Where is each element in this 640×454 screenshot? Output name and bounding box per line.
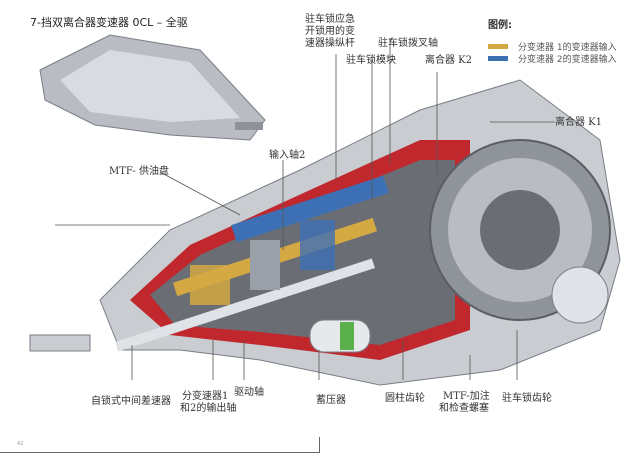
label-self-locking-center-differential: 自锁式中间差速器	[91, 396, 171, 407]
legend-label: 分变速器 1的变速器输入	[518, 43, 617, 53]
legend-label: 分变速器 2的变速器输入	[518, 55, 617, 65]
label-mtf-fill-check-plug: MTF-加注 和检查螺塞	[439, 391, 490, 414]
legend-item-subtransmission-2: 分变速器 2的变速器输入	[488, 52, 617, 65]
legend-item-subtransmission-1: 分变速器 1的变速器输入	[488, 40, 617, 53]
label-spur-gear: 圆柱齿轮	[385, 393, 425, 404]
bottom-rule-divider	[319, 437, 320, 453]
diagram-title: 7-挡双离合器变速器 0CL – 全驱	[30, 16, 188, 29]
label-clutch-k2: 离合器 K2	[425, 55, 473, 66]
label-parking-lock-module: 驻车锁模块	[346, 55, 396, 66]
exterior-transmission-thumbnail	[39, 34, 266, 141]
label-drive-shaft: 驱动轴	[234, 387, 264, 398]
page-number: 42	[17, 441, 24, 447]
label-parking-lock-emergency-lever: 驻车锁应急 开锁用的变 速器操纵杆	[305, 14, 355, 49]
label-accumulator: 蓄压器	[316, 395, 346, 406]
label-clutch-k1: 离合器 K1	[555, 117, 603, 128]
label-parking-lock-gear: 驻车锁齿轮	[502, 393, 552, 404]
label-parking-lock-fork-shaft: 驻车锁拨叉轴	[378, 38, 438, 49]
label-output-shaft: 分变速器1 和2的输出轴	[180, 391, 237, 414]
leader-lines	[55, 38, 555, 380]
legend-title: 图例:	[488, 20, 512, 31]
main-transmission-body	[29, 79, 621, 386]
label-mtf-oil-pan: MTF- 供油盘	[109, 166, 169, 177]
blue-swatch	[488, 56, 508, 61]
label-input-shaft-2: 输入轴2	[269, 150, 306, 161]
gold-swatch	[488, 44, 508, 49]
bottom-rule	[0, 452, 320, 453]
